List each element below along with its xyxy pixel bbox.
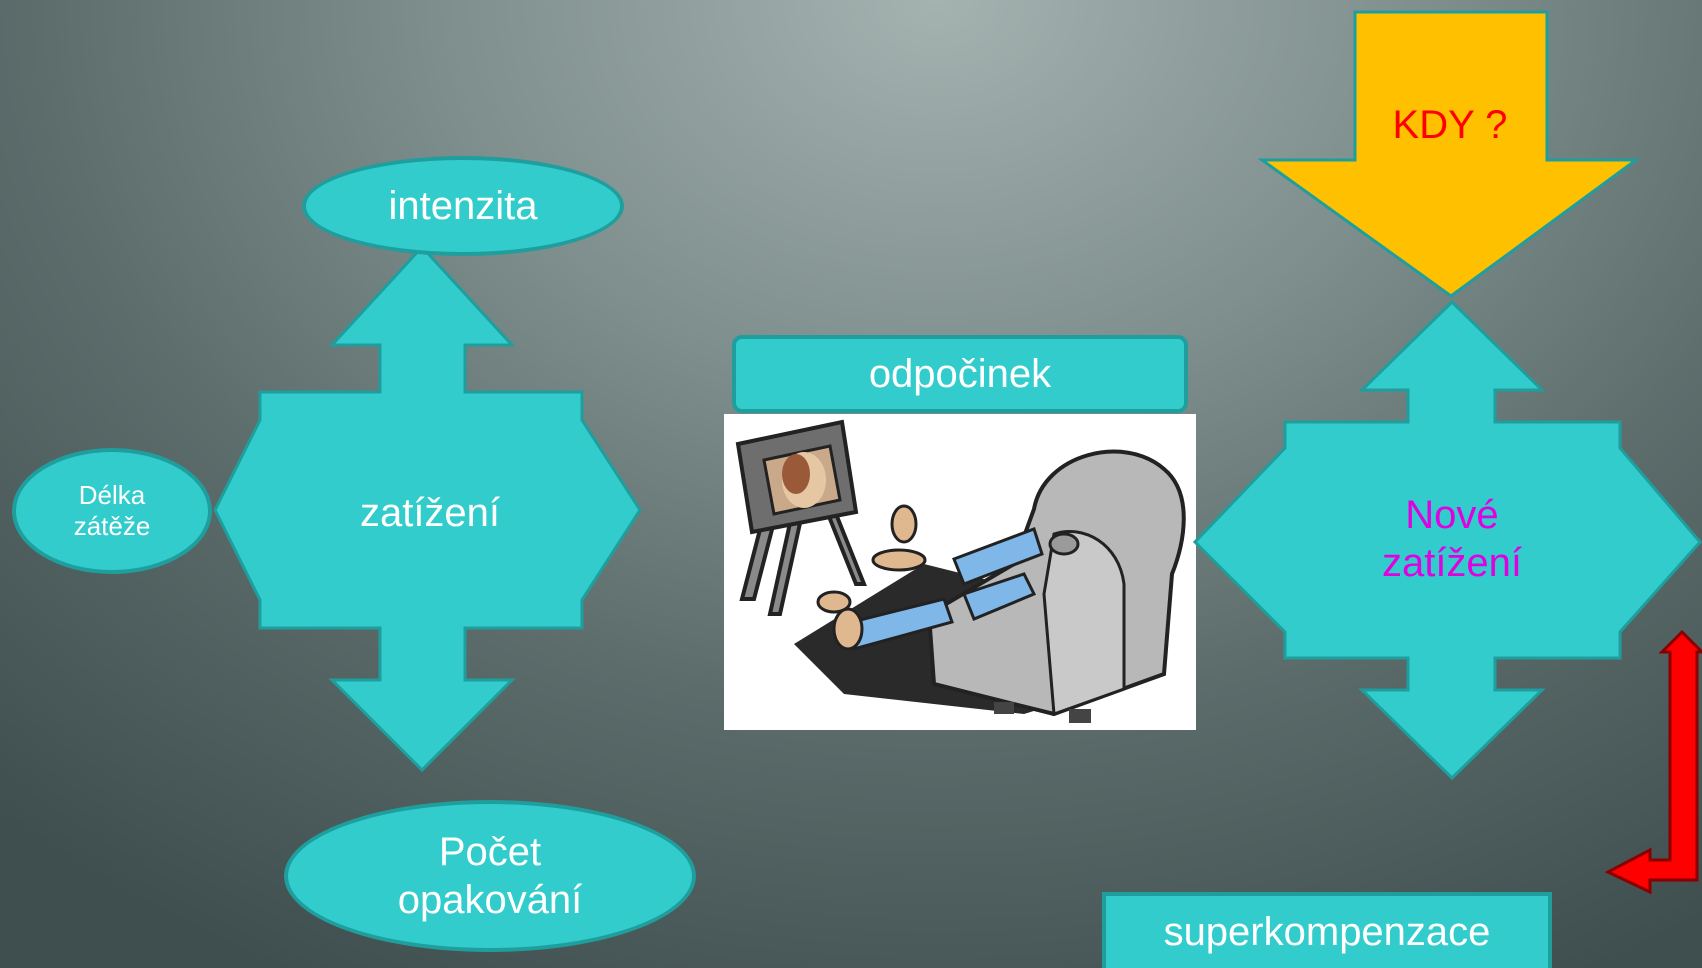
when-label: KDY ? xyxy=(1392,103,1508,147)
intensity-oval: intenzita xyxy=(302,156,624,256)
supercompensation-label: superkompenzace xyxy=(1163,909,1491,954)
new-load-line1: Nové xyxy=(1405,493,1499,537)
load-duration-line2: zátěže xyxy=(73,511,151,541)
new-load-line2: zatížení xyxy=(1381,541,1523,585)
rest-label: odpočinek xyxy=(868,351,1052,396)
load-duration-oval: Délka zátěže xyxy=(12,448,212,574)
new-load-label: Nové zatížení xyxy=(1340,484,1564,594)
load-center-label: zatížení xyxy=(359,491,501,535)
supercompensation-box: superkompenzace xyxy=(1102,892,1552,968)
repetitions-line1: Počet xyxy=(438,830,542,874)
load-duration-line1: Délka xyxy=(78,479,146,510)
repetitions-line2: opakování xyxy=(397,878,583,922)
repetitions-oval: Počet opakování xyxy=(284,800,696,952)
rest-label-box: odpočinek xyxy=(732,335,1188,413)
intensity-label: intenzita xyxy=(388,184,538,228)
resting-person-illustration xyxy=(724,414,1196,730)
